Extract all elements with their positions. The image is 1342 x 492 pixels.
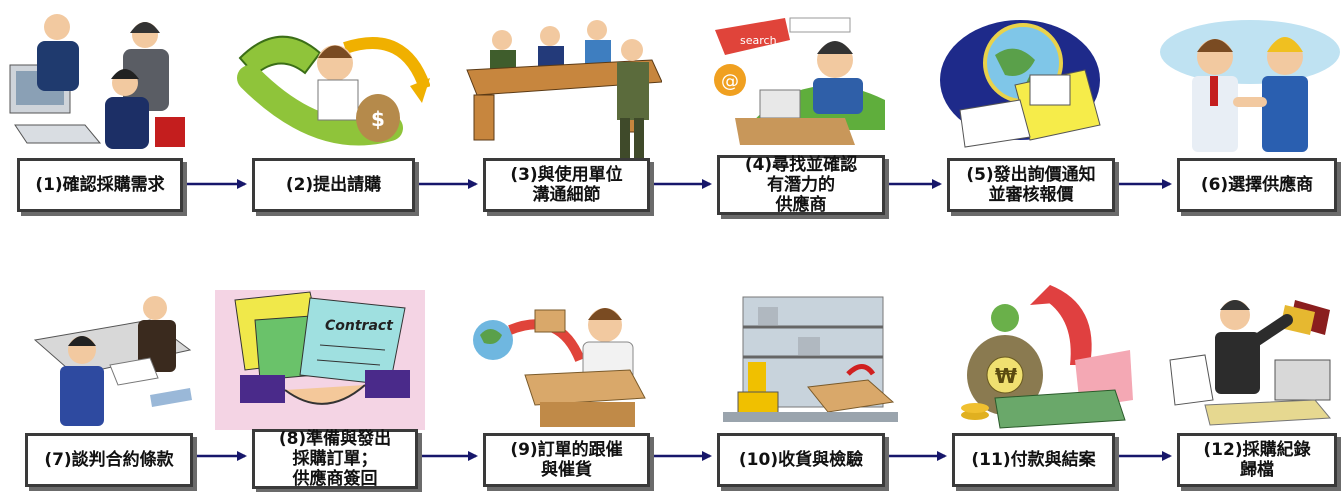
step-11-box: (11)付款與結案 (952, 433, 1115, 487)
negotiation-icon (30, 290, 195, 430)
step-4-box: (4)尋找並確認 有潛力的 供應商 (717, 155, 885, 215)
contract-text: Contract (325, 318, 394, 334)
warehouse-icon (718, 292, 903, 427)
step-7-box: (7)談判合約條款 (25, 433, 193, 487)
delivery-desk-icon (465, 290, 655, 430)
step-8-box: (8)準備與發出 採購訂單； 供應商簽回 (252, 429, 418, 489)
step-2-box: (2)提出請購 (252, 158, 415, 212)
svg-text:@: @ (721, 71, 739, 92)
money-icon: ₩ (955, 280, 1135, 430)
search-text: search (740, 34, 777, 47)
contract-icon: Contract (215, 290, 425, 430)
filing-records-icon (1165, 290, 1340, 430)
internet-search-icon: search @ (695, 10, 895, 150)
office-workers-icon (5, 5, 190, 155)
globe-documents-icon (935, 15, 1110, 150)
handshake-icon (1160, 12, 1340, 152)
meeting-icon (462, 10, 662, 160)
step-12-box: (12)採購紀錄 歸檔 (1177, 433, 1337, 487)
phone-money-icon: $ (230, 18, 430, 153)
step-1-box: (1)確認採購需求 (17, 158, 183, 212)
svg-text:₩: ₩ (995, 364, 1017, 388)
step-9-box: (9)訂單的跟催 與催貨 (483, 433, 650, 487)
svg-text:$: $ (371, 107, 385, 131)
step-6-box: (6)選擇供應商 (1177, 158, 1337, 212)
step-5-box: (5)發出詢價通知 並審核報價 (947, 158, 1115, 212)
step-3-box: (3)與使用單位 溝通細節 (483, 158, 650, 212)
step-10-box: (10)收貨與檢驗 (717, 433, 885, 487)
